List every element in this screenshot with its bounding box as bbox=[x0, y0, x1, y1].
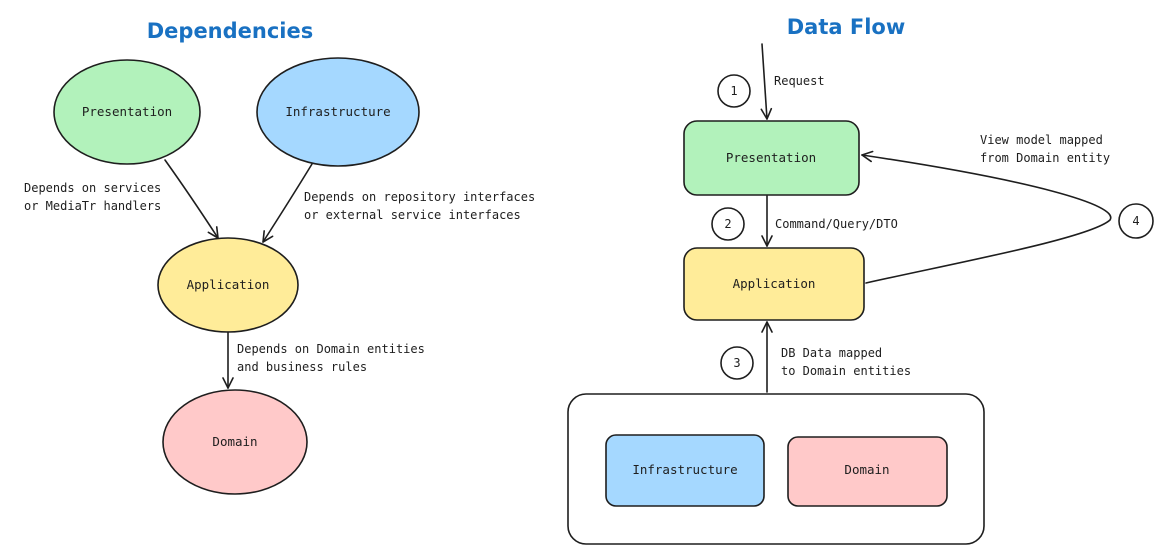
dep-node-infrastructure: Infrastructure bbox=[256, 57, 420, 167]
flow-step-1-label: Request bbox=[774, 74, 825, 88]
dep-edge-label-application-1: Depends on Domain entities bbox=[237, 342, 425, 356]
dep-domain-shape bbox=[162, 389, 308, 495]
flow-arrow-view-model bbox=[861, 150, 1112, 284]
flow-step-2: 2 bbox=[711, 207, 745, 241]
flow-step-1: 1 bbox=[717, 74, 751, 108]
flow-node-application: Application bbox=[683, 247, 865, 321]
dep-node-domain: Domain bbox=[162, 389, 308, 495]
flow-step-4-circle bbox=[1118, 203, 1154, 239]
flow-step-1-number: 1 bbox=[730, 84, 737, 98]
dependencies-title: Dependencies bbox=[147, 19, 314, 43]
dep-node-application: Application bbox=[157, 237, 299, 333]
flow-application-label: Application bbox=[733, 276, 816, 291]
flow-step-4-label-1: View model mapped bbox=[980, 133, 1103, 147]
flow-step-3: 3 bbox=[720, 346, 754, 380]
dep-infrastructure-label: Infrastructure bbox=[285, 104, 390, 119]
dep-infrastructure-shape bbox=[256, 57, 420, 167]
flow-step-3-label-2: to Domain entities bbox=[781, 364, 911, 378]
flow-step-3-number: 3 bbox=[733, 356, 740, 370]
data-flow-title: Data Flow bbox=[787, 15, 906, 39]
dep-edge-label-presentation-2: or MediaTr handlers bbox=[24, 199, 161, 213]
flow-node-infrastructure: Infrastructure bbox=[605, 434, 765, 507]
dep-edge-label-infrastructure-1: Depends on repository interfaces bbox=[304, 190, 535, 204]
flow-step-2-number: 2 bbox=[724, 217, 731, 231]
dep-edge-label-application-2: and business rules bbox=[237, 360, 367, 374]
dep-edge-label-infrastructure-2: or external service interfaces bbox=[304, 208, 521, 222]
dep-presentation-shape bbox=[53, 59, 201, 165]
flow-step-2-circle bbox=[711, 207, 745, 241]
flow-step-4: 4 bbox=[1118, 203, 1154, 239]
flow-step-3-circle bbox=[720, 346, 754, 380]
flow-step-2-label: Command/Query/DTO bbox=[775, 217, 898, 231]
flow-presentation-shape bbox=[683, 120, 860, 196]
dep-arrow-infrastructure-application bbox=[262, 163, 313, 243]
dep-node-presentation: Presentation bbox=[53, 59, 201, 165]
flow-step-3-label-1: DB Data mapped bbox=[781, 346, 882, 360]
flow-application-shape bbox=[683, 247, 865, 321]
dep-arrow-presentation-application bbox=[164, 159, 219, 239]
flow-step-4-number: 4 bbox=[1132, 214, 1139, 228]
flow-infrastructure-label: Infrastructure bbox=[632, 462, 737, 477]
flow-presentation-label: Presentation bbox=[726, 150, 816, 165]
flow-step-4-label-2: from Domain entity bbox=[980, 151, 1110, 165]
flow-node-domain: Domain bbox=[787, 436, 948, 507]
flow-step-1-circle bbox=[717, 74, 751, 108]
flow-infrastructure-shape bbox=[605, 434, 765, 507]
dep-edge-label-presentation-1: Depends on services bbox=[24, 181, 161, 195]
flow-domain-shape bbox=[787, 436, 948, 507]
flow-domain-label: Domain bbox=[844, 462, 889, 477]
flow-node-presentation: Presentation bbox=[683, 120, 860, 196]
dep-presentation-label: Presentation bbox=[82, 104, 172, 119]
flow-arrow-request bbox=[760, 43, 773, 120]
dep-application-label: Application bbox=[187, 277, 270, 292]
dep-domain-label: Domain bbox=[212, 434, 257, 449]
